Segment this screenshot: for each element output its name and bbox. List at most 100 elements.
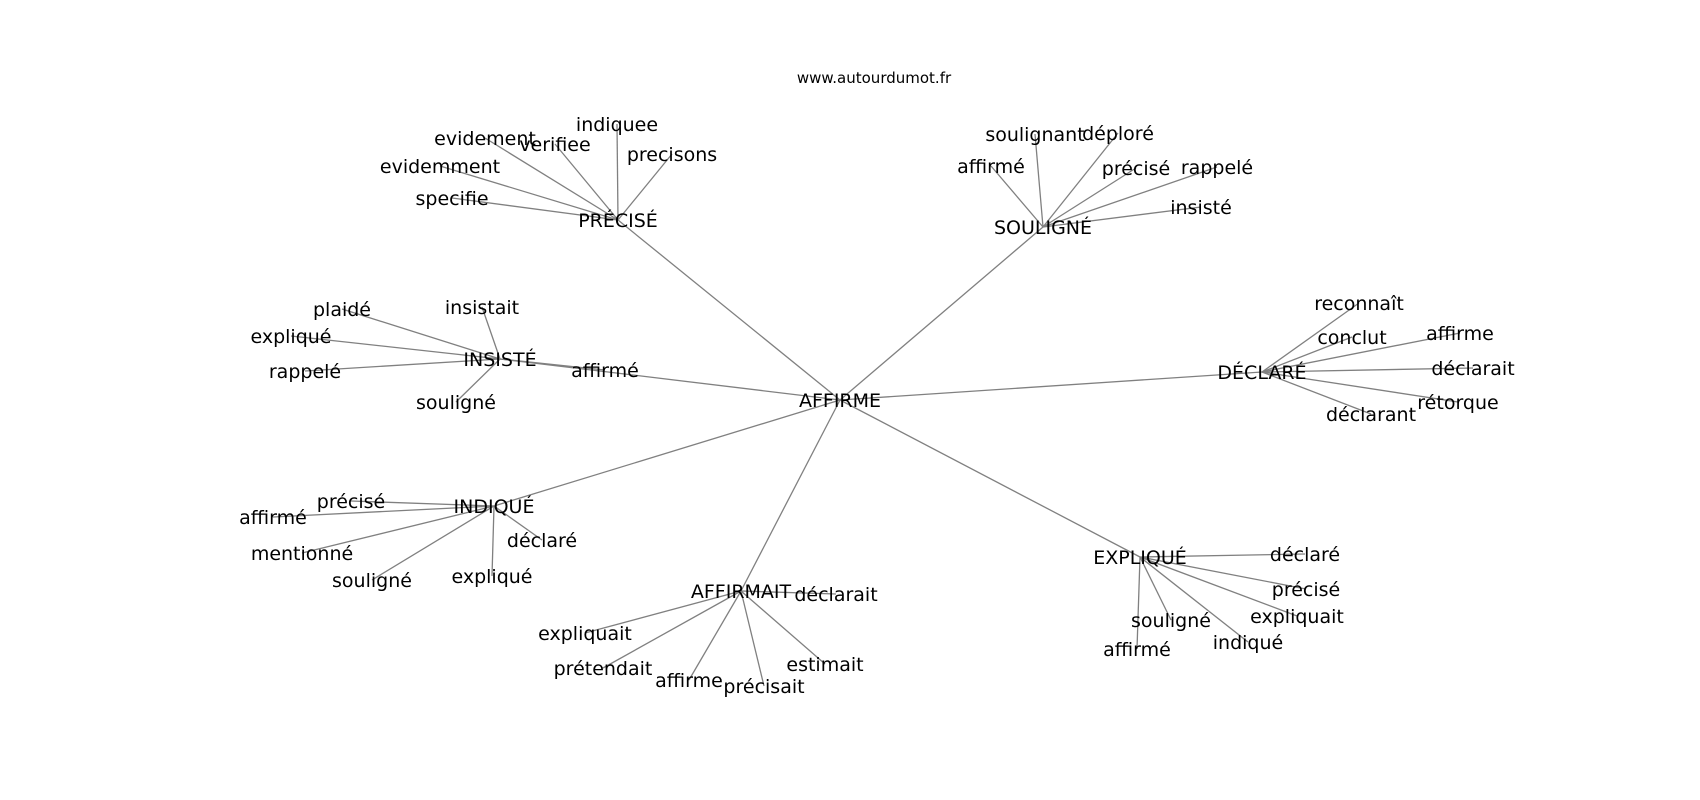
edge-precise-evidemment: [439, 165, 619, 221]
leaf-node-verifiee: verifiee: [519, 134, 590, 156]
edge-insiste-insistait: [481, 306, 501, 360]
edge-indique-declare: [493, 505, 543, 541]
edge-insiste-plaide: [341, 308, 501, 360]
leaf-node-souligne: souligné: [416, 392, 496, 414]
leaf-node-insistait: insistait: [445, 297, 519, 319]
edge-explique-precise: [1139, 556, 1307, 590]
leaf-node-souligne: souligné: [332, 570, 412, 592]
leaf-node-precise: précisé: [1272, 579, 1340, 601]
leaf-node-insiste: insisté: [1170, 197, 1232, 219]
leaf-node-deplore: déploré: [1082, 123, 1154, 145]
leaf-node-pretendait: prétendait: [554, 658, 653, 680]
edge-souligne-deplore: [1042, 132, 1119, 228]
edge-insiste-souligne: [455, 358, 501, 403]
labels-layer: www.autourdumot.fr AFFIRME PRÉCISÉ indique…: [239, 69, 1515, 698]
edge-indique-mentionne: [301, 505, 495, 554]
leaf-node-explique: expliqué: [250, 326, 331, 348]
center-node: AFFIRME: [799, 390, 881, 412]
edge-insiste-affirme: [499, 358, 606, 371]
edge-affirmait-declarait: [740, 590, 837, 595]
edge-precise-precisons: [617, 153, 673, 221]
edge-precise-verifiee: [554, 143, 619, 221]
edge-center-precise: [617, 219, 841, 401]
leaf-node-indiquee: indiquee: [576, 114, 658, 136]
edge-affirmait-estimait: [740, 590, 826, 665]
leaf-node-conclut: conclut: [1317, 327, 1386, 349]
edge-declare-declarant: [1261, 371, 1372, 415]
edge-souligne-precise: [1042, 167, 1137, 228]
edge-insiste-rappele: [304, 358, 501, 372]
edge-souligne-soulignant: [1034, 133, 1044, 228]
leaf-node-declarait: déclarait: [1431, 358, 1514, 380]
hub-node-precise: PRÉCISÉ: [578, 209, 658, 232]
leaf-node-affirme: affirmé: [571, 360, 639, 382]
source-label: www.autourdumot.fr: [797, 69, 952, 87]
leaf-node-expliquait: expliquait: [538, 623, 632, 645]
leaf-node-declarant: déclarant: [1326, 404, 1416, 426]
edges-layer: [272, 123, 1474, 687]
leaf-node-declare: déclaré: [507, 530, 577, 552]
leaf-node-explique: expliqué: [451, 566, 532, 588]
edge-precise-indiquee: [616, 123, 619, 221]
leaf-node-precise: précisé: [317, 491, 385, 513]
edge-explique-declare: [1139, 553, 1306, 558]
leaf-node-reconnait: reconnaît: [1314, 293, 1404, 315]
leaf-node-rappele: rappelé: [1181, 157, 1253, 179]
leaf-node-affirme: affirme: [1426, 323, 1494, 345]
leaf-node-indique: indiqué: [1213, 632, 1283, 654]
edge-indique-precise: [350, 500, 495, 507]
leaf-node-expliquait: expliquait: [1250, 606, 1344, 628]
leaf-node-retorque: rétorque: [1417, 392, 1498, 414]
edge-declare-reconnait: [1261, 302, 1360, 373]
leaf-node-declarait: déclarait: [794, 584, 877, 606]
leaf-node-affirme: affirmé: [239, 507, 307, 529]
edge-insiste-explique: [290, 335, 501, 360]
edge-souligne-insiste: [1042, 206, 1202, 228]
leaf-node-rappele: rappelé: [269, 361, 341, 383]
leaf-node-specifie: specifie: [415, 188, 488, 210]
edge-declare-affirme: [1261, 332, 1461, 373]
edge-explique-indique: [1139, 556, 1249, 643]
edge-affirmait-affirme: [688, 590, 742, 681]
hub-node-affirmait: AFFIRMAIT: [691, 581, 792, 603]
leaf-node-precisons: precisons: [627, 144, 717, 166]
edge-affirmait-precisait: [740, 590, 765, 687]
edge-declare-conclut: [1261, 336, 1353, 373]
leaf-node-plaide: plaidé: [313, 299, 371, 321]
leaf-node-soulignant: soulignant: [985, 124, 1084, 146]
edge-declare-retorque: [1261, 371, 1459, 403]
hub-node-insiste: INSISTÉ: [463, 348, 536, 371]
edge-indique-souligne: [371, 505, 495, 581]
edge-indique-affirme: [272, 505, 495, 518]
hub-node-declare: DÉCLARÉ: [1217, 361, 1306, 384]
edge-center-declare: [839, 371, 1263, 401]
leaf-node-estimait: estimait: [786, 654, 863, 676]
edge-affirmait-expliquait: [584, 590, 742, 634]
edge-explique-expliquait: [1139, 556, 1298, 617]
edge-center-souligne: [839, 226, 1044, 401]
edge-souligne-rappele: [1042, 166, 1218, 228]
leaf-node-affirme: affirme: [655, 670, 723, 692]
hub-node-explique: EXPLIQUÉ: [1093, 546, 1187, 569]
edge-indique-explique: [491, 505, 495, 577]
edge-center-indique: [493, 399, 841, 507]
edge-explique-affirme: [1136, 556, 1141, 650]
edge-souligne-affirme: [990, 165, 1044, 228]
leaf-node-souligne: souligné: [1131, 610, 1211, 632]
edge-affirmait-pretendait: [602, 590, 742, 669]
leaf-node-evidement: evidement: [434, 128, 536, 150]
edge-center-explique: [839, 399, 1141, 558]
edge-center-insiste: [499, 358, 841, 401]
edge-declare-declarait: [1261, 367, 1474, 373]
leaf-node-evidemment: evidemment: [380, 156, 500, 178]
hub-node-souligne: SOULIGNÉ: [994, 216, 1092, 239]
hub-node-indique: INDIQUÉ: [454, 495, 535, 518]
leaf-node-mentionne: mentionné: [251, 543, 353, 565]
leaf-node-affirme: affirmé: [1103, 639, 1171, 661]
edge-center-affirmait: [740, 399, 841, 592]
leaf-node-declare: déclaré: [1270, 544, 1340, 566]
leaf-node-affirme: affirmé: [957, 156, 1025, 178]
edge-precise-specifie: [451, 197, 619, 221]
edge-explique-souligne: [1139, 556, 1172, 621]
